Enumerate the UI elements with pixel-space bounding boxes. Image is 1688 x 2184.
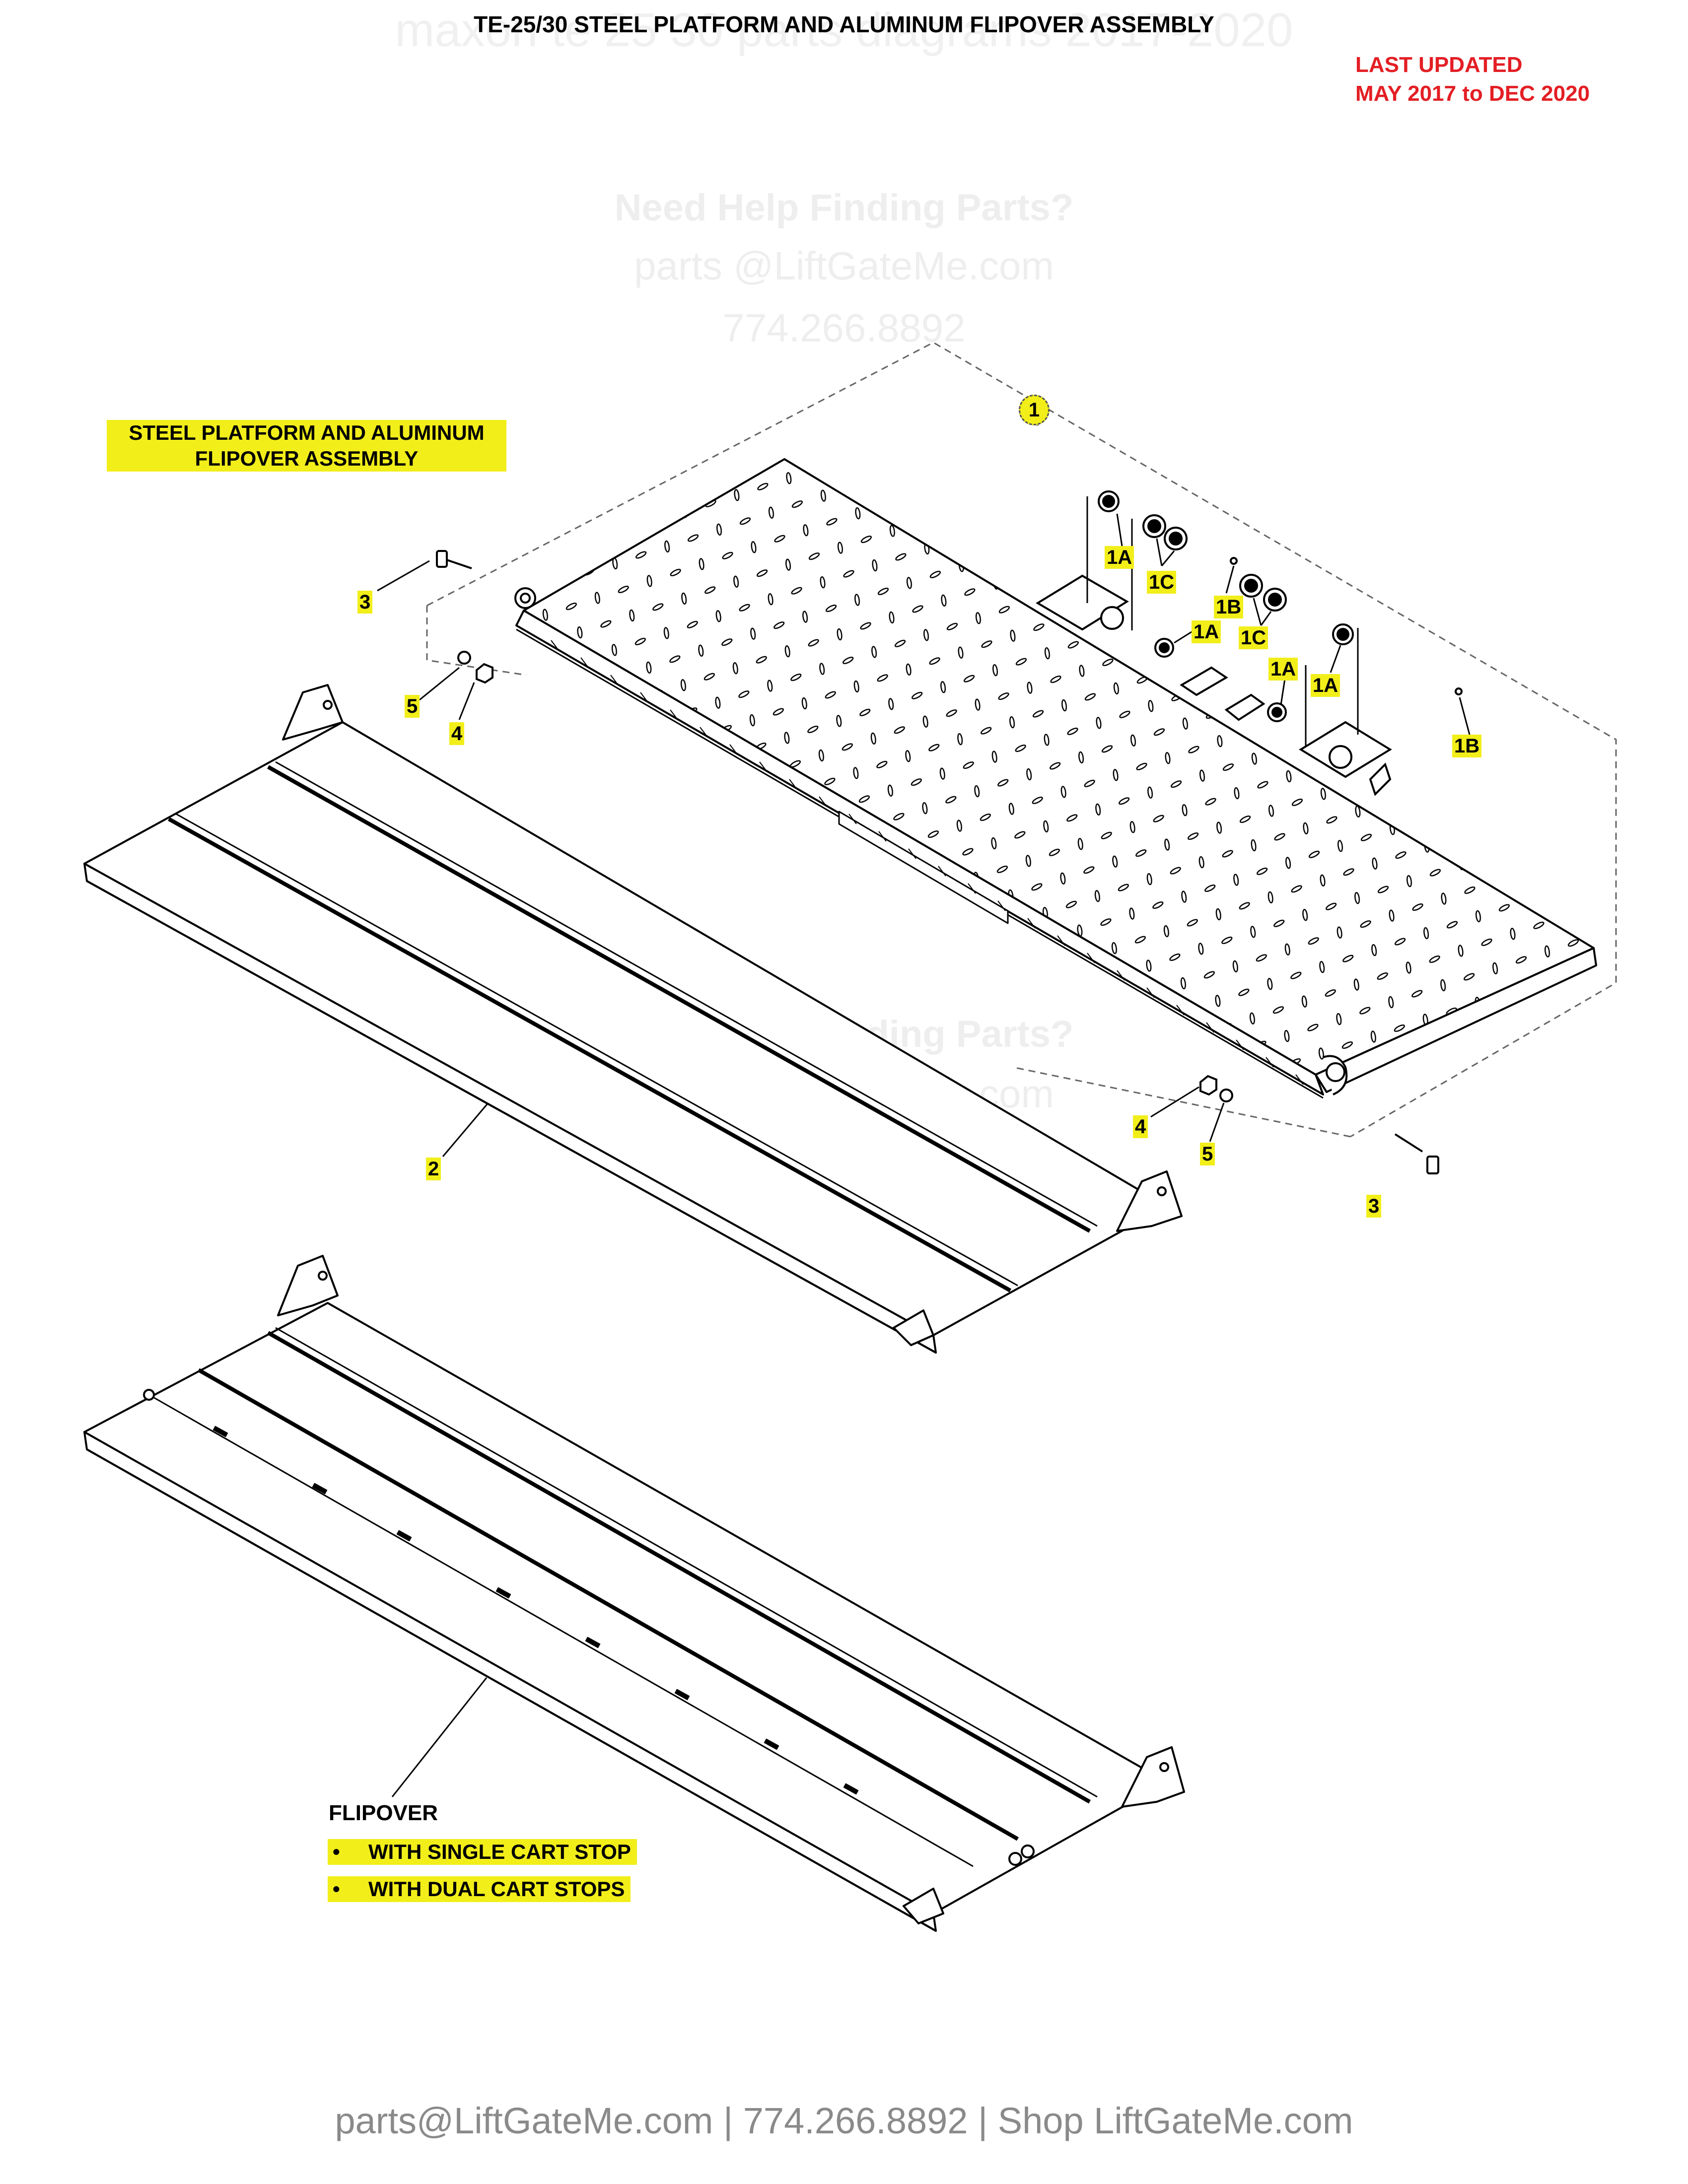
callout-1a: 1A	[1268, 658, 1298, 681]
footer-contact: parts@LiftGateMe.com | 774.266.8892 | Sh…	[335, 2100, 1353, 2141]
watermark-help-email-top: parts @LiftGateMe.com	[634, 244, 1054, 288]
flipover-option-single: • WITH SINGLE CART STOP	[328, 1839, 637, 1865]
last-updated-line2: MAY 2017 to DEC 2020	[1355, 81, 1590, 106]
callout-1b: 1B	[1452, 735, 1482, 757]
callout-4: 4	[449, 722, 465, 745]
assembly-label-line2: FLIPOVER ASSEMBLY	[195, 447, 419, 470]
flipover-upper	[83, 684, 1183, 1354]
watermark-help-title-top: Need Help Finding Parts?	[614, 187, 1074, 229]
bullet: •	[333, 1840, 340, 1863]
steel-platform	[514, 458, 1597, 1099]
callout-1c: 1C	[1147, 571, 1177, 594]
callout-1a: 1A	[1192, 620, 1221, 643]
callout-1a: 1A	[1311, 674, 1340, 697]
last-updated-line1: LAST UPDATED	[1355, 53, 1523, 77]
flipover-leader	[391, 1677, 488, 1797]
bushing-guides	[1086, 496, 1359, 747]
watermark-top: maxon te 25 30 parts diagrams 2017-2020	[395, 3, 1293, 57]
last-updated: LAST UPDATED MAY 2017 to DEC 2020	[1355, 51, 1590, 108]
flipover-lower	[83, 1255, 1185, 1932]
assembly-label-line1: STEEL PLATFORM AND ALUMINUM	[129, 421, 485, 444]
bullet: •	[333, 1877, 340, 1901]
flipover-title: FLIPOVER	[329, 1801, 438, 1825]
callout-leaders	[377, 513, 1471, 1157]
callout-3: 3	[357, 591, 373, 614]
callout-5: 5	[405, 695, 420, 718]
watermark-help-phone-top: 774.266.8892	[722, 306, 966, 350]
callout-1b: 1B	[1214, 596, 1244, 618]
callout-1: 1	[1019, 395, 1050, 425]
callout-5: 5	[1200, 1143, 1215, 1165]
callout-4: 4	[1133, 1115, 1148, 1138]
bushings	[1098, 490, 1463, 722]
page-title: TE-25/30 STEEL PLATFORM AND ALUMINUM FLI…	[474, 11, 1214, 37]
hardware	[436, 550, 1439, 1174]
platform-brackets	[1036, 574, 1392, 796]
callout-1c: 1C	[1239, 626, 1268, 649]
assembly-label: STEEL PLATFORM AND ALUMINUM FLIPOVER ASS…	[107, 420, 506, 472]
flipover-option-label: WITH DUAL CART STOPS	[368, 1877, 625, 1901]
flipover-option-dual: • WITH DUAL CART STOPS	[328, 1876, 631, 1902]
flipover-option-label: WITH SINGLE CART STOP	[368, 1840, 631, 1863]
callout-2: 2	[426, 1158, 441, 1180]
callout-3: 3	[1366, 1195, 1382, 1218]
callout-1a: 1A	[1105, 546, 1134, 569]
